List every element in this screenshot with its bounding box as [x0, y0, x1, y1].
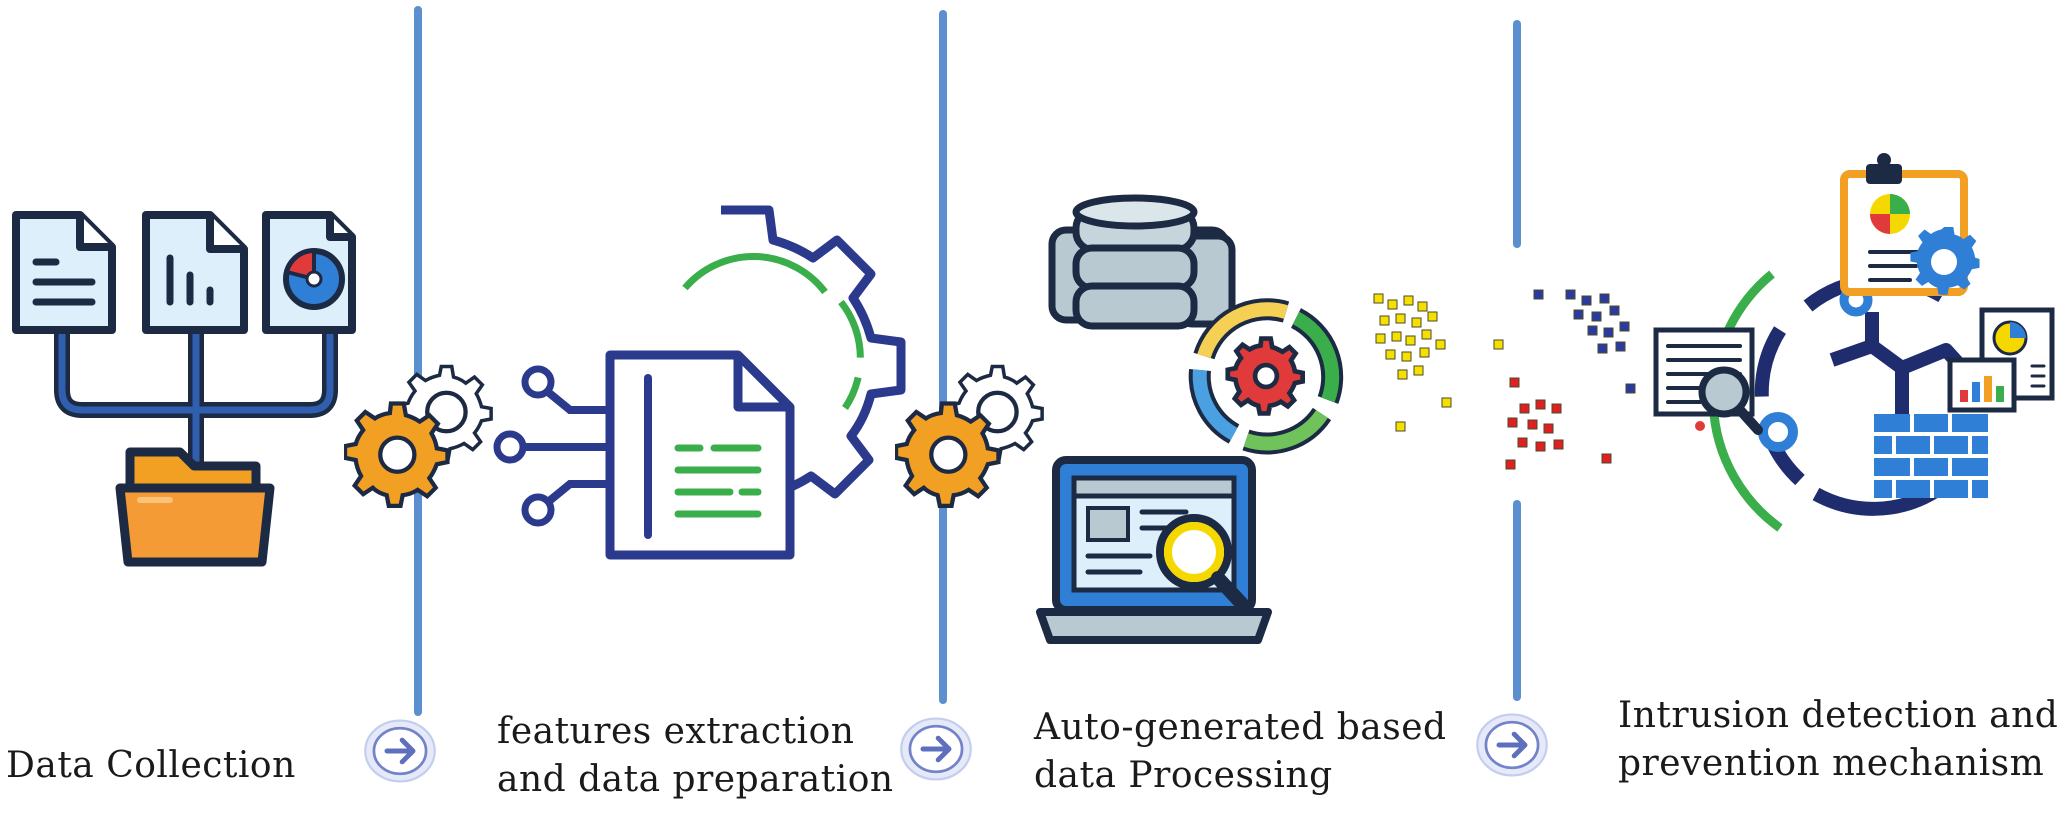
gears-icon	[345, 367, 491, 506]
arrow-right-icon	[1477, 715, 1546, 776]
clipboard-icon	[1840, 153, 1980, 296]
connected-document-gear-icon	[493, 205, 906, 560]
stage-label-data-processing: Auto-generated based data Processing	[1034, 704, 1447, 800]
data-collection-illustration	[12, 211, 356, 567]
search-document-icon	[1653, 327, 1763, 435]
firewall-icon	[1874, 414, 1988, 498]
text-document-icon	[12, 211, 116, 334]
data-points-icon	[1373, 289, 1636, 470]
database-icon	[1048, 194, 1236, 330]
bar-chart-document-icon	[142, 211, 248, 334]
stage-label-line: Data Collection	[6, 745, 296, 786]
stage-label-line: Auto-generated based	[1034, 707, 1447, 748]
stage-label-line: features extraction	[497, 711, 855, 752]
stage-label-data-collection: Data Collection	[6, 742, 296, 790]
arrow-right-icon	[901, 719, 970, 780]
stage-label-line: Intrusion detection and	[1618, 695, 2059, 736]
stage-label-features-extraction: features extraction and data preparation	[497, 708, 894, 804]
pie-chart-document-icon	[262, 211, 356, 334]
stage-label-line: and data preparation	[497, 759, 894, 800]
cycle-gear-icon	[1188, 298, 1344, 455]
folder-icon	[115, 447, 275, 567]
laptop-search-icon	[1036, 456, 1272, 644]
gears-icon	[896, 367, 1042, 506]
stage-label-line: data Processing	[1034, 755, 1333, 796]
stage-dividers	[414, 6, 1521, 716]
stage-label-intrusion-detection: Intrusion detection and prevention mecha…	[1618, 692, 2058, 788]
arrow-right-icon	[365, 721, 434, 782]
stage-label-line: prevention mechanism	[1618, 743, 2045, 784]
chart-report-icon	[1947, 307, 2055, 413]
